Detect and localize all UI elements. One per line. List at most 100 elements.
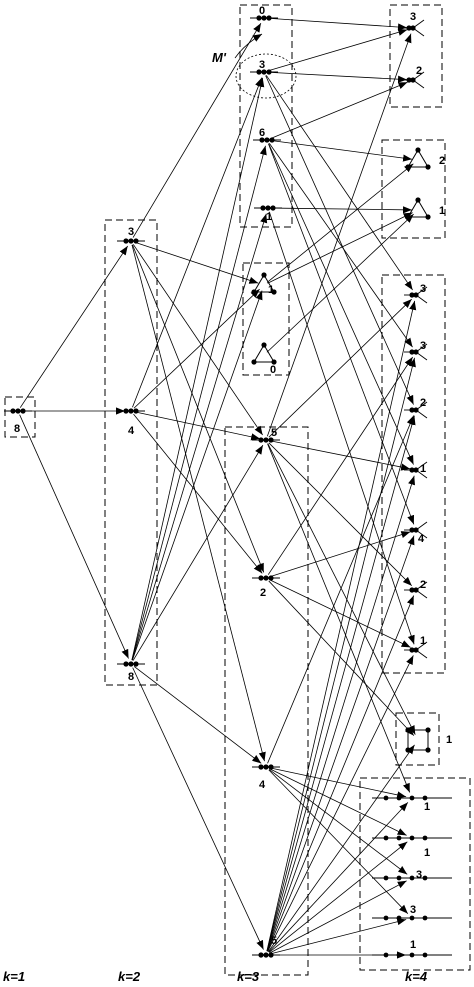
node-label-k3_0a: 0 [259,5,265,17]
node-label-k3_0b: 0 [270,364,276,376]
edge-k3_5b-to-k4_1d [267,744,415,952]
edge-k2_8-to-k3_3 [131,77,265,661]
node-label-k3_1a: 1 [266,211,272,223]
edge-k3_2-to-k4_1d [268,580,415,736]
node-k4_1e [372,795,452,801]
edge-k2_3-to-k3_1b [134,241,259,284]
node-label-k3_2: 2 [260,587,266,599]
node-label-k4_2d: 2 [420,579,426,591]
node-label-k4_1d: 1 [446,734,452,746]
node-label-k4_3b: 3 [420,283,426,295]
node-k3_0a [250,15,278,21]
node-k1_8 [4,408,32,414]
edge-k3_4-to-k4_2c [267,415,415,764]
node-label-k4_1a: 1 [439,205,445,217]
edge-k3_5b-to-k4_2c [266,415,416,952]
edge-k3_3-to-k4_2c [265,75,414,405]
node-k4_2d [404,581,428,599]
edge-k2_4-to-k3_1b [133,288,260,409]
group-box-k1 [4,396,36,438]
node-label-k3_1b: 1 [268,284,274,296]
edge-k3_1b-to-k4_1a [267,212,413,284]
node-label-k4_1f: 1 [424,847,430,859]
edge-k3_2-to-k4_4 [269,531,411,578]
edge-k3_5a-to-k4_1b [269,440,411,471]
edge-k1_8-to-k2_3 [19,245,129,408]
node-label-k3_4: 4 [259,779,266,791]
edge-k3_5b-to-k4_3e [269,880,407,954]
node-k4_3d [372,915,452,921]
node-k4_3b [404,286,428,304]
edge-k3_5b-to-k4_3d [269,918,407,955]
group-box-k4-c [381,274,446,674]
edge-k3_5b-to-k4_1e [268,802,409,953]
node-k4_1d [405,727,431,753]
group-boxes [4,4,471,976]
node-glyphs [4,15,452,958]
edge-k3_5a-to-k4_3a [266,33,412,437]
node-label-k2_3: 3 [128,226,134,238]
node-k4_1b [404,461,428,479]
group-box-k4-d [395,712,440,766]
level-label-1: k=1 [3,969,25,984]
node-label-k4_1g: 1 [410,939,416,951]
edge-k3_4-to-k4_3d [268,769,409,914]
edge-k3_3-to-k4_3b [265,75,413,291]
edge-k2_8-to-k3_4 [133,666,262,764]
node-label-k2_4: 4 [128,425,135,437]
edge-k3_6-to-k4_3c [268,143,413,348]
node-label-k3_5a: 5 [271,427,277,439]
edge-k3_5b-to-k4_3b [266,300,417,952]
node-label-k4_3a: 3 [410,11,416,23]
edge-k2_3-to-k3_0a [132,22,262,238]
edge-k3_0b-to-k4_1a [266,213,414,353]
edge-k3_5a-to-k4_1d [267,443,416,735]
node-k2_4 [117,408,145,414]
node-label-k3_6: 6 [259,127,265,139]
group-box-k4-a [389,4,443,108]
node-k4_3e [372,875,452,881]
node-k4_1a [405,197,431,220]
node-label-k3_5b: 5 [271,935,277,947]
node-label-k4_3c: 3 [420,340,426,352]
node-label-k4_2a: 2 [416,65,422,77]
node-k3_3 [250,69,278,75]
edge-k3_6-to-k4_2b [270,140,413,162]
edge-k3_3-to-k4_3a [267,28,408,72]
node-label-k4_2c: 2 [420,397,426,409]
edge-k3_5b-to-k4_1f [268,841,408,953]
node-k4_4 [404,521,428,539]
edge-k3_1a-to-k4_1c [268,211,415,645]
marker-pointer [234,33,263,59]
edge-k3_5b-to-k4_1b [266,475,416,952]
node-k2_8 [117,661,145,667]
edge-k2_3-to-k3_2 [132,244,265,573]
node-k4_3c [404,343,428,361]
node-k4_2c [404,401,428,419]
edge-k3_5a-to-k4_3b [268,298,412,438]
edge-k2_8-to-k3_6 [131,145,267,661]
node-k3_1a [254,205,282,211]
edge-k2_4-to-k3_3 [132,77,263,408]
edge-k2_3-to-k3_5a [132,244,263,436]
node-label-k4_1c: 1 [420,635,426,647]
edge-k3_4-to-k4_1f [269,768,407,836]
edge-k1_8-to-k2_8 [19,414,129,659]
edge-k2_8-to-k3_5a [132,444,264,661]
edges [19,17,417,959]
edge-k2_4-to-k3_2 [133,413,263,574]
edge-k3_2-to-k4_1c [269,579,411,648]
edge-k3_5a-to-k4_2d [268,442,413,587]
group-box-k3-triangles [242,262,290,376]
node-k4_1c [404,641,428,659]
node-label-k3_3: 3 [259,59,265,71]
group-box-k3-top [239,4,293,228]
edge-k3_5b-to-k4_2d [267,595,415,952]
node-label-k4_1b: 1 [420,463,426,475]
level-label-3: k=3 [237,969,260,984]
node-label-k4_1e: 1 [424,801,430,813]
node-label-k4_2b: 2 [439,155,445,167]
edge-k3_5a-to-k4_1e [267,443,411,793]
